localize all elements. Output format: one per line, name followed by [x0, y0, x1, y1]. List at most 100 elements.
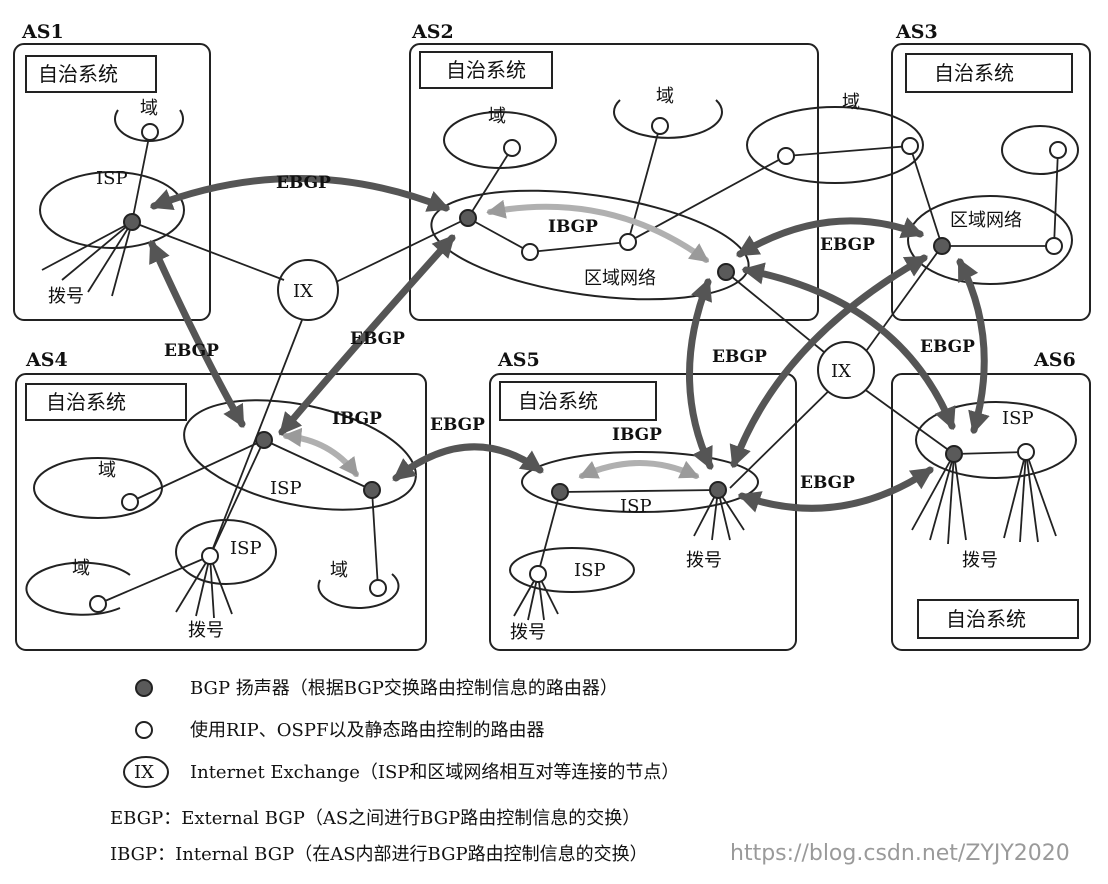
bgp-speaker-as5-right: [709, 481, 727, 499]
ebgp-label-as4-as5: EBGP: [430, 415, 485, 435]
legend-ix: Internet Exchange（ISP和区域网络相互对等连接的节点）: [190, 762, 679, 783]
bgp-speaker-as3: [933, 237, 951, 255]
domain-span-label: 域: [842, 92, 860, 113]
as6-title-box: 自治系统: [917, 599, 1079, 639]
as2-title-box: 自治系统: [419, 51, 553, 89]
router-as2-domain-mid: [651, 117, 669, 135]
legend-bgp-speaker: BGP 扬声器（根据BGP交换路由控制信息的路由器）: [190, 678, 618, 699]
watermark: https://blog.csdn.net/ZYJY2020: [730, 841, 1070, 866]
node-labels: 域 ISP 拨号 域 域 域 区域网络 区域网络 域 ISP ISP 域 域 拨…: [48, 86, 1034, 643]
as4-domain-right-ellipse: [317, 573, 400, 609]
router-as6-isp: [1017, 443, 1035, 461]
ibgp-label-as4: IBGP: [332, 409, 382, 429]
as4-isp-ellipse: [183, 399, 417, 511]
as2-label: AS2: [411, 21, 454, 43]
legend-ix-icon: [123, 756, 169, 788]
router-as5-isp-small: [529, 565, 547, 583]
as4-dialup-label: 拨号: [188, 620, 224, 641]
as6-isp-label: ISP: [1002, 408, 1034, 429]
as3-small-ellipse: [1001, 125, 1079, 175]
as4-isp-small-label: ISP: [230, 538, 262, 559]
ibgp-label-as5: IBGP: [612, 425, 662, 445]
as1-isp-label: ISP: [96, 168, 128, 189]
as4-title: 自治系统: [46, 390, 126, 414]
router-as4-isp-small: [201, 547, 219, 565]
as2-domain-mid-ellipse: [613, 99, 723, 139]
ibgp-arrow-as4: [282, 427, 359, 478]
legend-router-icon: [135, 721, 153, 739]
ix-node-left: IX: [277, 259, 339, 321]
as1-title-box: 自治系统: [25, 55, 157, 93]
bgp-speaker-as4-right: [363, 481, 381, 499]
as6-label: AS6: [1033, 349, 1076, 371]
as2-domain-mid-label: 域: [656, 86, 674, 107]
ix-right-label: IX: [831, 361, 851, 382]
bgp-speaker-as6: [945, 445, 963, 463]
router-as2-regional-b: [619, 233, 637, 251]
legend-bgp-speaker-icon: [135, 679, 153, 697]
as6-isp-ellipse: [915, 401, 1077, 479]
ebgp-label-as3-as6: EBGP: [920, 337, 975, 357]
ebgp-arrow-as2-as6: [741, 262, 956, 431]
as4-domain-bottom-label: 域: [72, 558, 90, 579]
ix-node-right: IX: [817, 341, 875, 399]
router-as4-domain-bottom: [89, 595, 107, 613]
as2-title: 自治系统: [446, 58, 526, 82]
as1-box: [13, 43, 211, 321]
as3-regional-label: 区域网络: [950, 210, 1022, 231]
legend-ix-symbol: IX: [134, 762, 154, 783]
as3-box: [891, 43, 1091, 321]
as2-regional-label: 区域网络: [584, 268, 656, 289]
as3-title: 自治系统: [934, 61, 1014, 85]
legend-ebgp: EBGP：External BGP（AS之间进行BGP路由控制信息的交换）: [110, 808, 640, 829]
router-domain-span-right: [901, 137, 919, 155]
ebgp-arrow-as2-as4: [278, 234, 456, 436]
as5-title-box: 自治系统: [499, 381, 657, 421]
as1-title: 自治系统: [38, 62, 118, 86]
ebgp-arrow-as1-as4: [148, 239, 246, 428]
as3-label: AS3: [895, 21, 938, 43]
as5-dialup-label-right: 拨号: [686, 550, 722, 571]
legend: BGP 扬声器（根据BGP交换路由控制信息的路由器） 使用RIP、OSPF以及静…: [110, 678, 679, 865]
as5-title: 自治系统: [518, 389, 598, 413]
as5-isp-small-label: ISP: [574, 560, 606, 581]
as4-isp-label: ISP: [270, 478, 302, 499]
ebgp-label-as2-as3: EBGP: [820, 235, 875, 255]
as4-domain-bottom-ellipse: [25, 561, 131, 616]
ebgp-arrow-as5-as6: [737, 466, 934, 513]
ebgp-label-as1-as4: EBGP: [164, 341, 219, 361]
router-as4-domain-left: [121, 493, 139, 511]
ebgp-arrow-as3-as6: [956, 258, 990, 435]
ibgp-label-as2: IBGP: [548, 217, 598, 237]
bgp-speaker-as5-left: [551, 483, 569, 501]
ebgp-arrow-as2-as3: [736, 217, 925, 258]
bgp-speaker-as1: [123, 213, 141, 231]
ebgp-label-as5-as6: EBGP: [800, 473, 855, 493]
ebgp-label-as1-as2: EBGP: [276, 173, 331, 193]
as4-domain-right-label: 域: [330, 560, 348, 581]
ix-left-label: IX: [293, 281, 313, 302]
router-as1-domain: [141, 123, 159, 141]
ebgp-arrow-as1-as2: [149, 175, 451, 212]
ibgp-arrow-as5: [578, 460, 700, 479]
as4-domain-left-label: 域: [98, 460, 116, 481]
router-as2-regional-a: [521, 243, 539, 261]
bgp-speaker-as2-left: [459, 209, 477, 227]
as2-as3-domain-ellipse: [746, 106, 924, 184]
as5-isp-small-ellipse: [509, 547, 635, 593]
ebgp-arrow-as2-as5: [686, 277, 714, 471]
protocol-labels: EBGP EBGP EBGP EBGP EBGP EBGP EBGP EBGP …: [164, 173, 975, 493]
as6-dialup-label: 拨号: [962, 550, 998, 571]
ebgp-label-as2-as5: EBGP: [712, 347, 767, 367]
as5-dialup-label-left: 拨号: [510, 622, 546, 643]
as6-title: 自治系统: [946, 607, 1026, 631]
ebgp-label-as2-as4: EBGP: [350, 329, 405, 349]
as2-domain-left-label: 域: [488, 106, 506, 127]
ibgp-arrow-as2: [486, 199, 710, 263]
router-as4-domain-right: [369, 579, 387, 597]
as1-domain-label: 域: [140, 98, 158, 119]
router-as3-small: [1049, 141, 1067, 159]
as4-label: AS4: [25, 349, 68, 371]
router-domain-span-left: [777, 147, 795, 165]
